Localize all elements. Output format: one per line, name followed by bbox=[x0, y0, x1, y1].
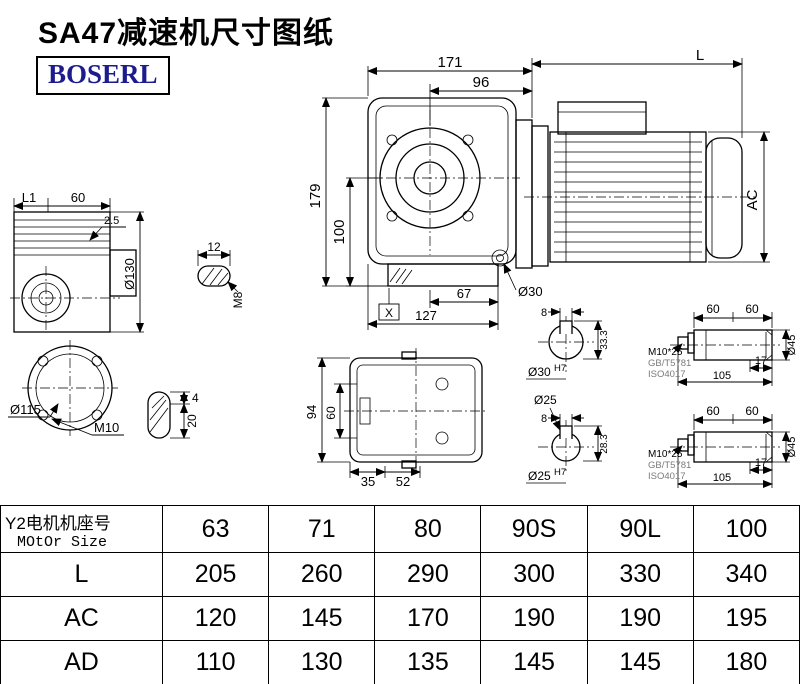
side-view: L1 60 2.5 Ø130 bbox=[10, 190, 144, 333]
motor-size-label-cn: Y2电机机座号 bbox=[5, 514, 111, 533]
spec-table: Y2电机机座号 MOtOr Size 63 71 80 90S 90L 100 … bbox=[0, 505, 800, 684]
value-cell: 145 bbox=[480, 640, 588, 684]
size-cell: 90S bbox=[480, 505, 588, 553]
page-title: SA47减速机尺寸图纸 bbox=[38, 17, 335, 50]
dim-4-label: 4 bbox=[192, 391, 199, 405]
dim-12-label: 12 bbox=[207, 240, 221, 254]
dim-d45-lower-label: Ø45 bbox=[786, 437, 798, 458]
std-iso-upper: ISO4017 bbox=[648, 369, 686, 380]
size-cell: 100 bbox=[692, 505, 800, 553]
dim-17-lower-label: 17 bbox=[755, 457, 767, 469]
size-cell: 90L bbox=[586, 505, 694, 553]
value-cell: 145 bbox=[268, 596, 376, 641]
dim-60b-lower-label: 60 bbox=[745, 404, 759, 418]
dim-60a-lower-label: 60 bbox=[706, 404, 720, 418]
dim-8-lower-label: 8 bbox=[541, 413, 547, 425]
dim-105-lower-label: 105 bbox=[713, 472, 731, 484]
label-m8: M8 bbox=[231, 291, 245, 308]
table-row-AD: AD 110 130 135 145 145 180 bbox=[0, 640, 800, 684]
bore-d30-label: Ø30 bbox=[528, 365, 551, 379]
motor-size-header-cell: Y2电机机座号 MOtOr Size bbox=[0, 505, 163, 553]
technical-drawing: 171 96 179 100 67 127 bbox=[8, 47, 798, 489]
value-cell: 290 bbox=[374, 552, 482, 597]
front-view: 171 96 179 100 67 127 bbox=[307, 54, 543, 330]
dim-52-label: 52 bbox=[396, 474, 410, 489]
value-cell: 340 bbox=[692, 552, 800, 597]
dim-L-label: L bbox=[696, 47, 704, 64]
dim-127-label: 127 bbox=[415, 308, 437, 323]
datum-x-label: X bbox=[385, 306, 393, 320]
bore-d30-tol: H7 bbox=[554, 363, 566, 374]
dim-60a-upper-label: 60 bbox=[706, 302, 720, 316]
table-row-sizes: Y2电机机座号 MOtOr Size 63 71 80 90S 90L 100 bbox=[0, 505, 800, 553]
shaft-bore-25: Ø25 8 28.3 Ø25 H7 bbox=[526, 393, 610, 484]
dim-d130-label: Ø130 bbox=[122, 258, 137, 290]
dim-L1-label: L1 bbox=[22, 190, 36, 205]
dim-60-bottom-label: 60 bbox=[324, 406, 338, 420]
value-cell: 135 bbox=[374, 640, 482, 684]
dim-17-upper-label: 17 bbox=[755, 355, 767, 367]
bolt-spec-lower: M10*25 bbox=[648, 449, 683, 460]
row-label-cell: AC bbox=[0, 596, 163, 641]
label-m10: M10 bbox=[94, 420, 119, 435]
key-detail-2: 4 20 bbox=[147, 391, 199, 439]
size-cell: 71 bbox=[268, 505, 376, 553]
motor-size-label-en: MOtOr Size bbox=[17, 534, 108, 551]
value-cell: 145 bbox=[586, 640, 694, 684]
value-cell: 120 bbox=[161, 596, 270, 641]
dim-AC-label: AC bbox=[744, 189, 761, 210]
table-row-L: L 205 260 290 300 330 340 bbox=[0, 552, 800, 597]
value-cell: 190 bbox=[480, 596, 588, 641]
size-cell: 80 bbox=[374, 505, 482, 553]
dim-60-side-label: 60 bbox=[71, 190, 85, 205]
std-iso-lower: ISO4017 bbox=[648, 471, 686, 482]
value-cell: 110 bbox=[161, 640, 270, 684]
label-d25: Ø25 bbox=[534, 393, 557, 407]
dim-171-label: 171 bbox=[437, 54, 462, 71]
dim-8-upper-label: 8 bbox=[541, 307, 547, 319]
motor-view: L AC bbox=[524, 47, 770, 267]
boserl-logo: BOSERL bbox=[36, 56, 170, 95]
value-cell: 205 bbox=[161, 552, 270, 597]
row-label-cell: L bbox=[0, 552, 163, 597]
bore-d25-label: Ø25 bbox=[528, 469, 551, 483]
dim-179-label: 179 bbox=[307, 183, 324, 208]
value-cell: 170 bbox=[374, 596, 482, 641]
key-detail-1: 12 M8 bbox=[197, 240, 245, 308]
bolt-spec-upper: M10*25 bbox=[648, 347, 683, 358]
bore-d25-tol: H7 bbox=[554, 467, 566, 478]
value-cell: 260 bbox=[268, 552, 376, 597]
dim-28-3-label: 28.3 bbox=[599, 434, 610, 454]
value-cell: 300 bbox=[480, 552, 588, 597]
size-cell: 63 bbox=[161, 505, 270, 553]
dim-33-3-label: 33.3 bbox=[599, 330, 610, 350]
row-label-cell: AD bbox=[0, 640, 163, 684]
dim-67-label: 67 bbox=[457, 286, 471, 301]
dim-94-label: 94 bbox=[304, 405, 319, 419]
std-gb-lower: GB/T5781 bbox=[648, 460, 691, 471]
label-d115: Ø115 bbox=[10, 402, 41, 417]
shaft-end-upper: 60 60 17 105 Ø45 M10*25 GB/T5781 ISO4017 bbox=[648, 302, 798, 386]
value-cell: 190 bbox=[586, 596, 694, 641]
dim-105-upper-label: 105 bbox=[713, 370, 731, 382]
dim-100-label: 100 bbox=[331, 219, 348, 244]
dim-35-label: 35 bbox=[361, 474, 375, 489]
shaft-end-lower: 60 60 17 105 Ø45 M10*25 GB/T5781 ISO4017 bbox=[648, 404, 798, 488]
label-d30-output: Ø30 bbox=[518, 284, 543, 299]
value-cell: 180 bbox=[692, 640, 800, 684]
bottom-view: 94 60 35 52 bbox=[304, 348, 488, 489]
std-gb-upper: GB/T5781 bbox=[648, 358, 691, 369]
dim-20-label: 20 bbox=[185, 414, 199, 428]
dim-2-5-label: 2.5 bbox=[104, 215, 119, 227]
dim-60b-upper-label: 60 bbox=[745, 302, 759, 316]
table-row-AC: AC 120 145 170 190 190 195 bbox=[0, 596, 800, 641]
dim-96-label: 96 bbox=[473, 74, 490, 91]
flange-view: Ø115 M10 bbox=[8, 340, 124, 436]
shaft-bore-30: 8 33.3 Ø30 H7 bbox=[526, 307, 610, 380]
dim-d45-upper-label: Ø45 bbox=[786, 335, 798, 356]
value-cell: 130 bbox=[268, 640, 376, 684]
value-cell: 195 bbox=[692, 596, 800, 641]
value-cell: 330 bbox=[586, 552, 694, 597]
